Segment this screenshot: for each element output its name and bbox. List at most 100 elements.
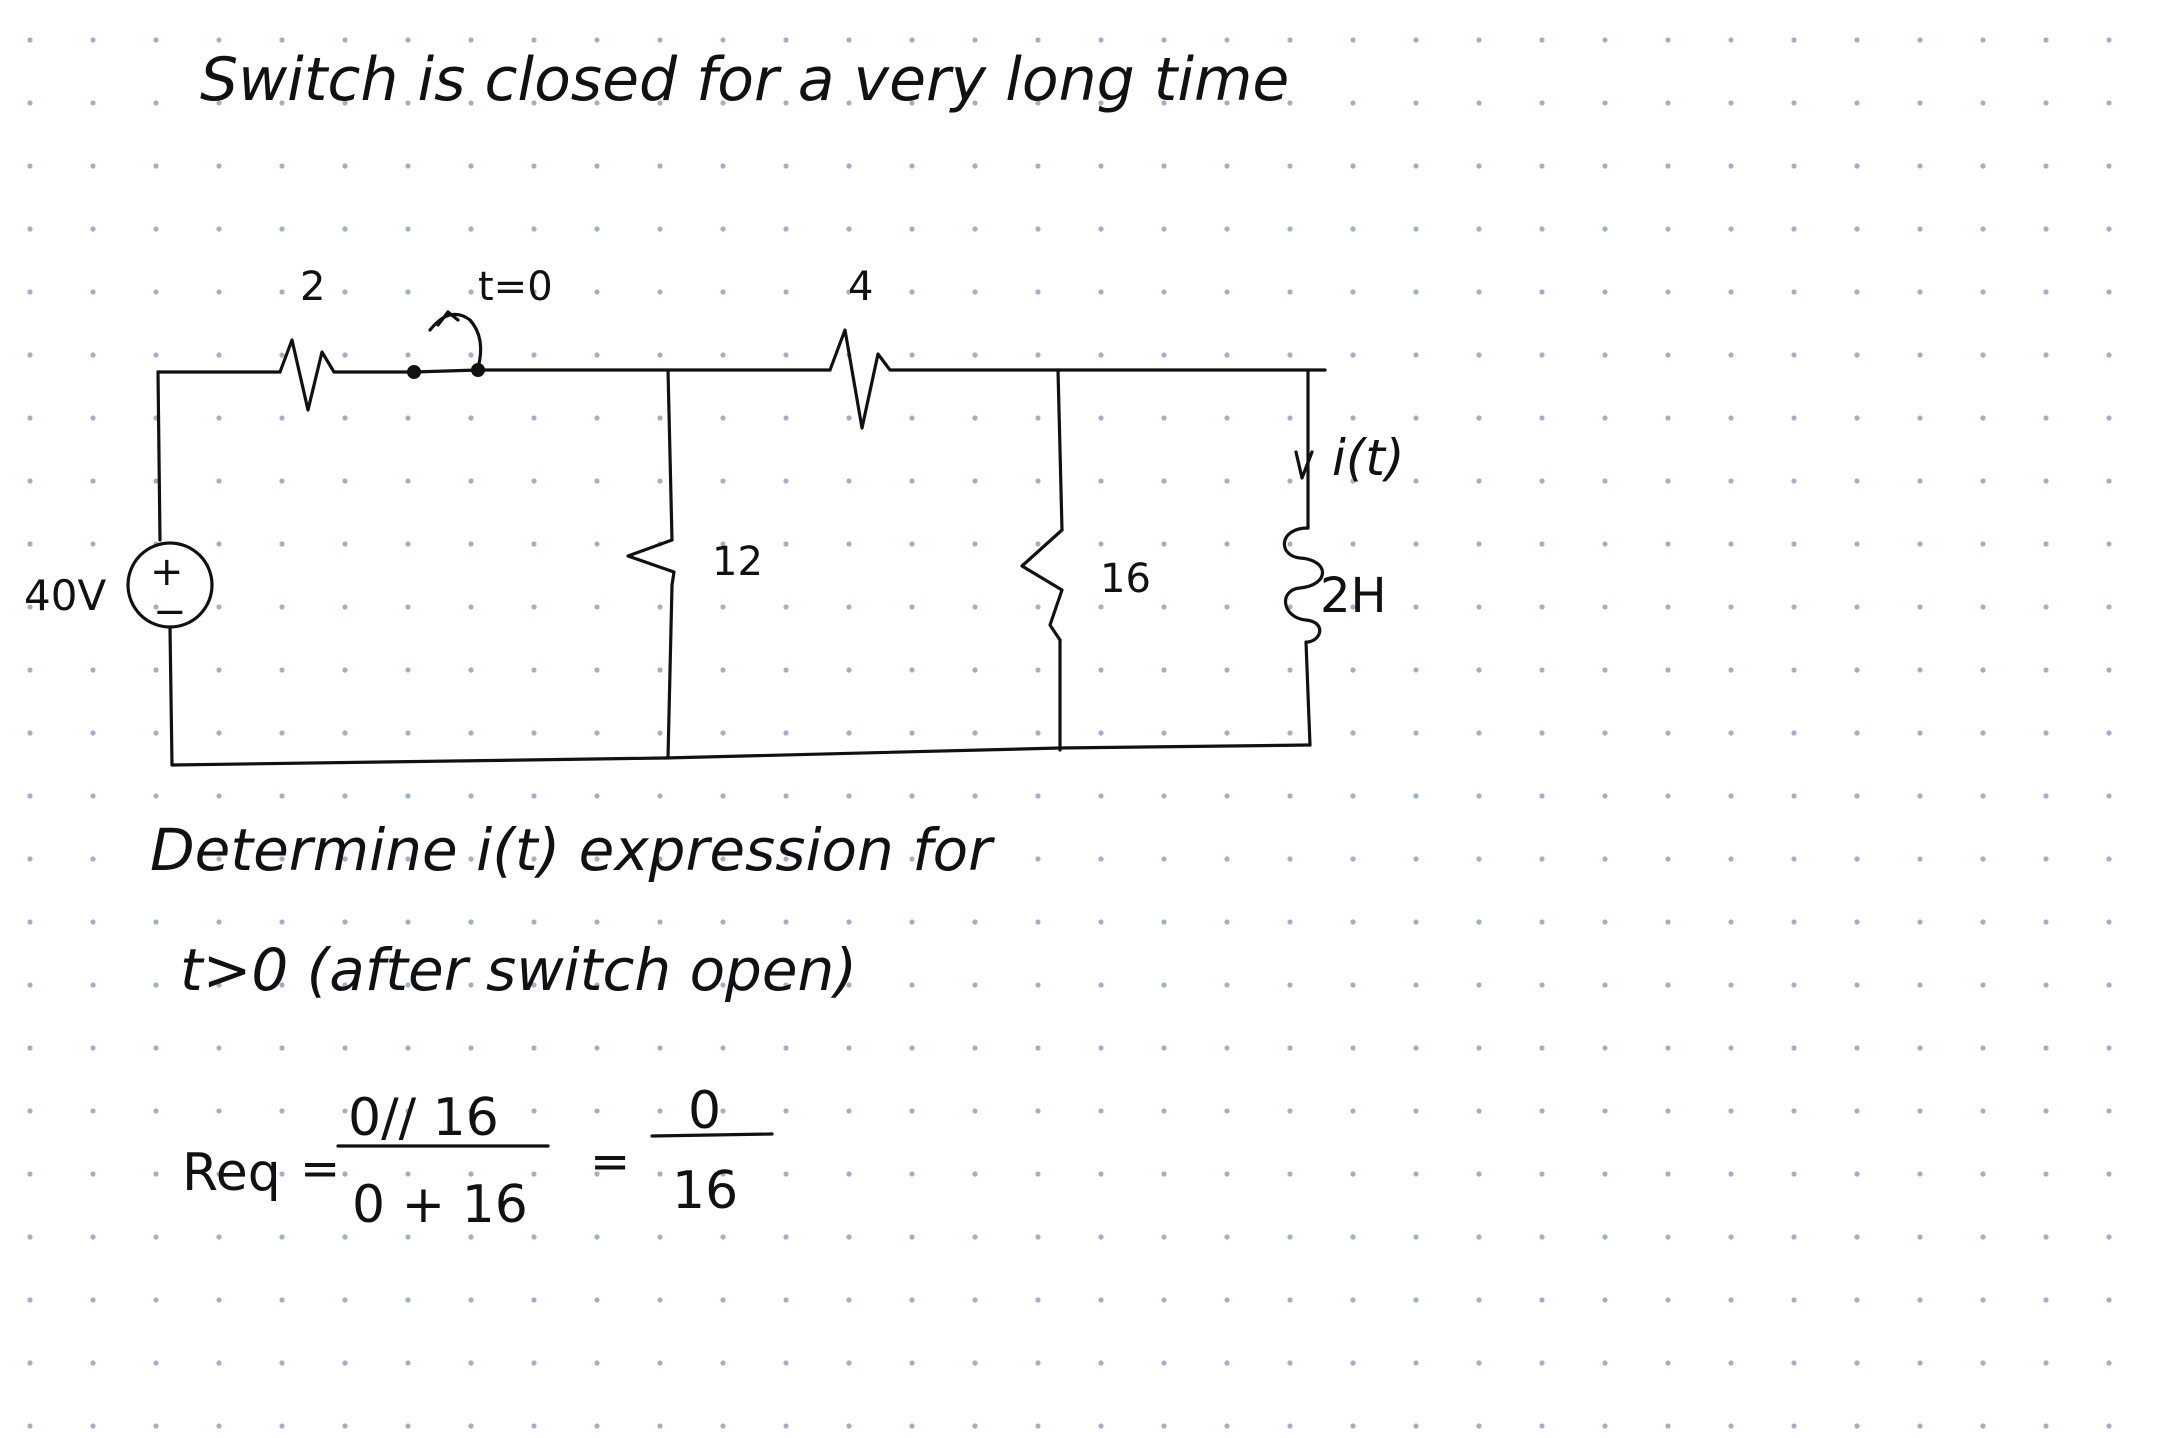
grid-dot [216,604,222,610]
grid-dot [1350,982,1356,988]
grid-dot [1413,1108,1419,1114]
grid-dot [909,100,915,106]
grid-dot [2043,415,2049,421]
grid-dot [1854,289,1860,295]
grid-dot [531,100,537,106]
grid-dot [1413,541,1419,547]
grid-dot [657,415,663,421]
grid-dot [909,793,915,799]
grid-dot [216,1423,222,1429]
grid-dot [657,1234,663,1240]
grid-dot [1161,982,1167,988]
grid-dot [972,1234,978,1240]
grid-dot [657,352,663,358]
grid-dot [1854,982,1860,988]
grid-dot [216,1108,222,1114]
grid-dot [1224,1297,1230,1303]
grid-dot [1854,919,1860,925]
grid-dot [1602,1423,1608,1429]
grid-dot [1917,100,1923,106]
grid-dot [27,1108,33,1114]
grid-dot [1287,352,1293,358]
grid-dot [1350,1171,1356,1177]
grid-dot [1665,1234,1671,1240]
grid-dot [657,1297,663,1303]
grid-dot [1791,1171,1797,1177]
grid-dot [468,1108,474,1114]
grid-dot [846,226,852,232]
grid-dot [153,667,159,673]
grid-dot [909,856,915,862]
grid-dot [342,1108,348,1114]
grid-dot [1539,478,1545,484]
grid-dot [657,100,663,106]
grid-dot [342,541,348,547]
grid-dot [657,1360,663,1366]
grid-dot [1980,541,1986,547]
grid-dot [720,541,726,547]
grid-dot [1161,541,1167,547]
grid-dot [1980,1108,1986,1114]
grid-dot [972,352,978,358]
grid-dot [1728,163,1734,169]
grid-dot [1539,37,1545,43]
grid-dot [1728,919,1734,925]
grid-dot [1035,667,1041,673]
grid-dot [27,415,33,421]
grid-dot [657,604,663,610]
grid-dot [405,1045,411,1051]
grid-dot [90,478,96,484]
grid-dot [1035,478,1041,484]
grid-dot [1413,1045,1419,1051]
grid-dot [1728,1360,1734,1366]
grid-dot [846,415,852,421]
grid-dot [405,415,411,421]
grid-dot [1287,289,1293,295]
grid-dot [1539,100,1545,106]
grid-dot [1350,352,1356,358]
grid-dot [1791,1360,1797,1366]
grid-dot [1161,352,1167,358]
grid-dot [2043,793,2049,799]
grid-dot [1665,226,1671,232]
grid-dot [279,1297,285,1303]
grid-dot [405,604,411,610]
grid-dot [1980,667,1986,673]
grid-dot [90,1360,96,1366]
grid-dot [1098,1045,1104,1051]
grid-dot [1476,352,1482,358]
grid-dot [1287,1423,1293,1429]
grid-dot [594,667,600,673]
grid-dot [909,1423,915,1429]
grid-dot [1161,1423,1167,1429]
grid-dot [90,919,96,925]
fraction-1-denominator: 0 + 16 [352,1175,528,1235]
grid-dot [1791,604,1797,610]
grid-dot [972,100,978,106]
fraction-2-denominator: 16 [672,1161,738,1221]
grid-dot [1224,100,1230,106]
grid-dot [1098,541,1104,547]
grid-dot [1350,1423,1356,1429]
grid-dot [1413,163,1419,169]
grid-dot [783,667,789,673]
grid-dot [1161,667,1167,673]
grid-dot [1980,730,1986,736]
grid-dot [1287,1234,1293,1240]
grid-dot [1350,163,1356,169]
grid-dot [972,604,978,610]
grid-dot [1413,1297,1419,1303]
grid-dot [342,1360,348,1366]
grid-dot [909,37,915,43]
grid-dot [1098,226,1104,232]
grid-dot [1854,37,1860,43]
grid-dot [90,1045,96,1051]
grid-dot [405,37,411,43]
grid-dot [531,1108,537,1114]
grid-dot [594,982,600,988]
grid-dot [27,982,33,988]
grid-dot [1854,667,1860,673]
grid-dot [1224,919,1230,925]
grid-dot [279,982,285,988]
grid-dot [90,856,96,862]
